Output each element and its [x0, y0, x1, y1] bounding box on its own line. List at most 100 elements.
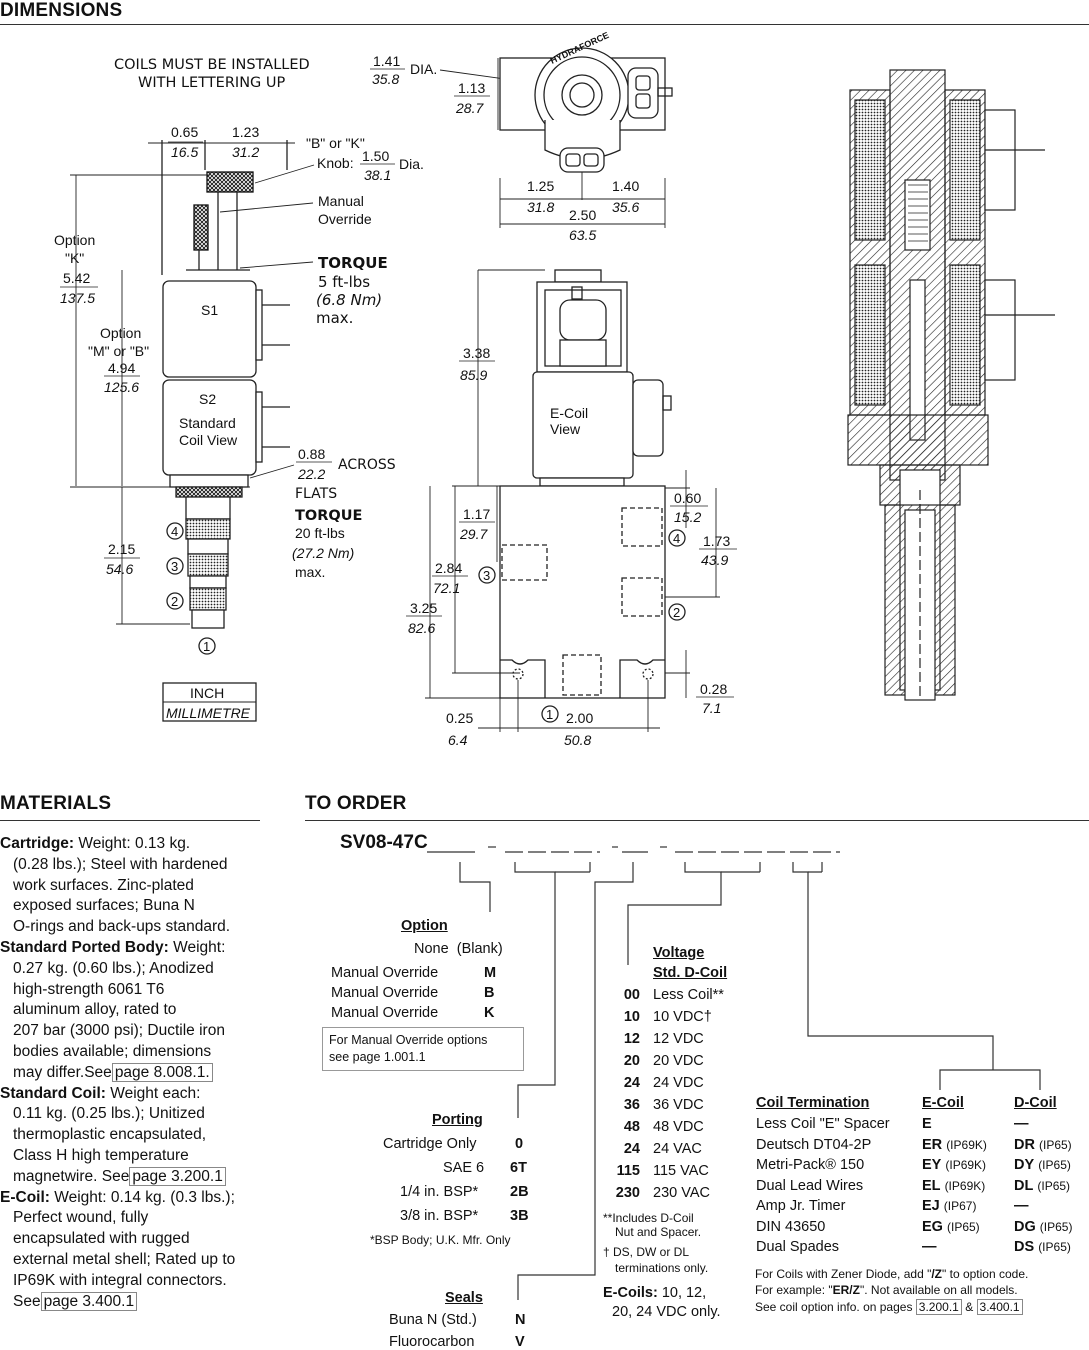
- coil-line: Weight each:: [110, 1084, 201, 1102]
- ecoil-ip: (IP67): [943, 1199, 977, 1213]
- port3-body: 3: [483, 568, 490, 583]
- seals-title: Seals: [445, 1290, 483, 1306]
- top-dia-mm: 35.8: [372, 71, 399, 87]
- seals-label: Buna N (Std.): [389, 1312, 477, 1328]
- dim-123-mm: 31.2: [232, 144, 259, 160]
- porting-code: 0: [515, 1136, 524, 1152]
- voltage-code: 48: [612, 1119, 640, 1135]
- top-113-in: 1.13: [458, 80, 485, 96]
- option-label: Manual Override: [331, 1005, 439, 1021]
- dcoil-code: DY (IP65): [1014, 1157, 1071, 1173]
- materials-header: MATERIALS: [0, 793, 112, 814]
- option-code: (Blank): [456, 941, 503, 957]
- voltage-note: **Includes D-Coil: [603, 1211, 694, 1225]
- dcoil-column-title: D-Coil: [1014, 1095, 1057, 1111]
- knob-dia: Dia.: [399, 156, 424, 172]
- termination-label: Less Coil "E" Spacer: [756, 1116, 890, 1132]
- voltage-code: 00: [612, 987, 640, 1003]
- body-line: may differ.See: [13, 1063, 112, 1081]
- voltage-code: 20: [612, 1053, 640, 1069]
- knob-label-1: "B" or "K": [306, 135, 365, 151]
- dim-338-mm: 85.9: [460, 367, 487, 383]
- dim-173-mm: 43.9: [701, 552, 728, 568]
- flats-across: ACROSS: [338, 457, 396, 473]
- voltage-label: 24 VAC: [653, 1141, 702, 1157]
- voltage-code: 36: [612, 1097, 640, 1113]
- coil-page-link-3200[interactable]: 3.200.1: [915, 1299, 962, 1315]
- porting-title: Porting: [432, 1112, 483, 1128]
- option-mb-label-2: "M" or "B": [88, 343, 149, 359]
- voltage-code: 24: [612, 1075, 640, 1091]
- zener-code: /Z: [931, 1267, 943, 1281]
- top-250-in: 2.50: [569, 207, 596, 223]
- ecoil-line: Perfect wound, fully: [13, 1209, 149, 1227]
- voltage-code: 115: [612, 1163, 640, 1179]
- ecoil-line: IP69K with integral connectors.: [13, 1271, 227, 1289]
- porting-code: 2B: [510, 1184, 529, 1200]
- coil-page-link[interactable]: page 3.200.1: [129, 1166, 226, 1186]
- port1-body: 1: [546, 707, 553, 722]
- dim-325-mm: 82.6: [408, 620, 435, 636]
- dim-325-in: 3.25: [410, 600, 437, 616]
- cartridge-label: Cartridge:: [0, 835, 75, 852]
- option-note-box: For Manual Override options see page 1.0…: [322, 1027, 524, 1071]
- torque1-nm: (6.8 Nm): [316, 291, 382, 309]
- dcoil-code-text: DR: [1014, 1136, 1035, 1153]
- voltage-code: 12: [612, 1031, 640, 1047]
- standard-coil-view: COILS MUST BE INSTALLED WITH LETTERING U…: [54, 57, 424, 722]
- dimensions-rule: [0, 24, 1089, 25]
- dcoil-code: —: [1014, 1116, 1029, 1132]
- ecoil-line: external metal shell; Rated up to: [13, 1250, 236, 1268]
- option-row: Manual Override: [331, 985, 438, 1001]
- voltage-title: Voltage: [653, 945, 705, 961]
- option-label: Manual Override: [331, 965, 439, 981]
- porting-code: 6T: [510, 1160, 527, 1176]
- body-line: Weight:: [173, 938, 226, 956]
- ecoil-ip: (IP69K): [946, 1137, 987, 1152]
- flats-word: FLATS: [295, 486, 337, 502]
- materials-rule: [0, 820, 260, 821]
- dim-117-in: 1.17: [463, 506, 490, 522]
- porting-label: 3/8 in. BSP*: [400, 1208, 479, 1224]
- voltage-code-text: 48: [623, 1119, 640, 1135]
- coil-page-link-3400[interactable]: 3.400.1: [976, 1299, 1023, 1315]
- voltage-code: 24: [612, 1141, 640, 1157]
- voltage-label: 36 VDC: [653, 1097, 704, 1113]
- voltage-code-text: 12: [623, 1031, 640, 1047]
- voltage-code-text: 24: [623, 1075, 640, 1091]
- port3-left: 3: [171, 559, 178, 574]
- body-page-link[interactable]: page 8.008.1.: [111, 1062, 213, 1082]
- dim-028-in: 0.28: [700, 681, 727, 697]
- s1-label: S1: [201, 302, 218, 318]
- ecoil-code-text: EY: [922, 1157, 942, 1173]
- std-coil-label-1: Standard: [179, 415, 236, 431]
- zener-note-line2: For example: "ER/Z". Not available on al…: [755, 1283, 1018, 1297]
- porting-note: *BSP Body; U.K. Mfr. Only: [370, 1233, 511, 1247]
- port2-left: 2: [171, 594, 178, 609]
- zener-code: ER/Z: [832, 1283, 860, 1297]
- flats-mm: 22.2: [297, 466, 325, 482]
- ecoils-values: 20, 24 VDC only.: [612, 1304, 721, 1320]
- ecoils-values: 10, 12,: [661, 1285, 707, 1301]
- dcoil-ip: (IP65): [1039, 1219, 1073, 1234]
- order-code-tree: [427, 846, 1041, 1300]
- ecoil-column-title: E-Coil: [922, 1095, 964, 1111]
- manual-override-label-2: Override: [318, 211, 372, 227]
- dcoil-code: DL (IP65): [1014, 1178, 1070, 1194]
- ecoil-label: E-Coil:: [0, 1188, 50, 1206]
- option-label: Manual Override: [331, 985, 439, 1001]
- ecoil-page-link[interactable]: page 3.400.1: [40, 1291, 138, 1311]
- dcoil-code: —: [1014, 1198, 1029, 1214]
- termination-title: Coil Termination: [756, 1095, 870, 1111]
- dcoil-ip: (IP65): [1037, 1178, 1071, 1193]
- option-k-mm: 137.5: [60, 290, 95, 306]
- ecoil-view-label-2: View: [550, 421, 581, 437]
- dcoil-ip: (IP65): [1038, 1137, 1072, 1152]
- dim-025-mm: 6.4: [448, 732, 468, 748]
- option-row: Manual Override: [331, 965, 438, 981]
- ecoil-code: EJ (IP67): [922, 1198, 976, 1214]
- dcoil-code-text: DG: [1014, 1218, 1036, 1235]
- flats-in: 0.88: [298, 446, 325, 462]
- ecoil-code-text: —: [922, 1239, 937, 1255]
- dcoil-code-text: DL: [1014, 1177, 1034, 1194]
